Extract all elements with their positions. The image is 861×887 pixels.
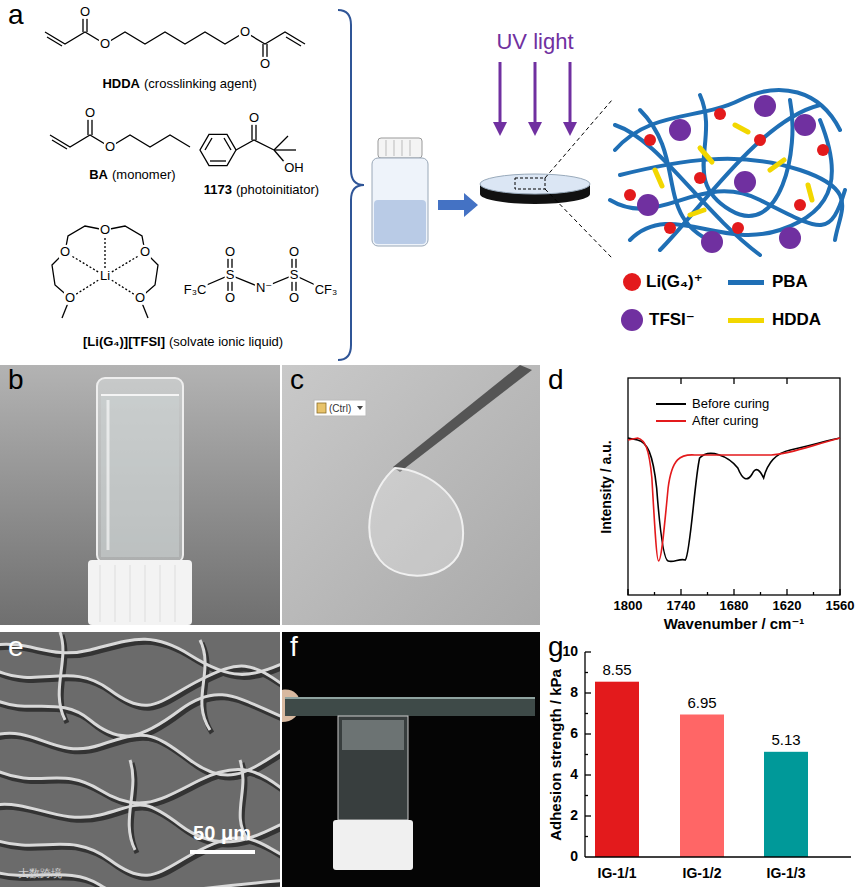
legend-dot	[623, 273, 641, 291]
compound-role: (photoinitiator)	[236, 183, 319, 197]
bottle	[372, 138, 428, 246]
atom-label: F₃C	[183, 283, 208, 297]
atom-label: CF₃	[314, 283, 339, 297]
legend-line	[656, 420, 686, 422]
paste-hint: (Ctrl)	[329, 403, 351, 414]
atom-label: O	[134, 291, 146, 305]
compound-role: (solvate ionic liquid)	[169, 335, 283, 349]
compound-name: BA	[89, 168, 108, 182]
atom-label: S	[289, 268, 300, 282]
tick-label: 1620	[773, 599, 802, 613]
axis-title: Wavenumber / cm⁻¹	[664, 616, 805, 633]
panel-letter: c	[290, 365, 304, 396]
atom-label: Li	[99, 269, 111, 283]
atom-label: S	[225, 268, 236, 282]
legend-text: HDDA	[772, 311, 821, 330]
legend-line	[656, 403, 686, 405]
legend-line	[728, 280, 764, 285]
legend-text: PBA	[772, 273, 808, 292]
atom-label: O	[84, 106, 96, 120]
atom-label: O	[259, 57, 271, 71]
atom-label: O	[99, 37, 111, 51]
tick-label: 1560	[826, 599, 855, 613]
tick-label: 1800	[614, 599, 643, 613]
category-label: IG-1/3	[767, 866, 806, 881]
atom-label: O	[288, 245, 300, 259]
atom-label: O	[288, 291, 300, 305]
uv-arrows	[493, 62, 577, 136]
uv-label: UV light	[496, 30, 573, 54]
panel: f	[282, 632, 540, 887]
panel: c	[282, 365, 540, 625]
tick-label: 10	[562, 644, 578, 659]
atom-label: OH	[283, 161, 305, 175]
atom-label: O	[248, 111, 260, 125]
panel-letter: e	[8, 632, 24, 663]
atom-label: N⁻	[255, 281, 273, 295]
film-disc	[480, 100, 612, 258]
process-arrow	[438, 193, 478, 217]
axis-title: Intensity / a.u.	[599, 440, 614, 533]
atom-label: O	[139, 245, 151, 259]
category-label: IG-1/2	[683, 866, 722, 881]
tick-label: 8	[570, 685, 578, 700]
panel-letter: f	[290, 632, 298, 663]
chemical-structures	[45, 14, 326, 318]
axis-title: Adhesion strength / kPa	[548, 669, 565, 841]
legend-text: After curing	[692, 414, 758, 428]
ftir-chart	[628, 378, 840, 595]
compound-name: 1173	[204, 183, 232, 197]
panel-letter: g	[548, 632, 564, 663]
tick-label: 6	[570, 726, 578, 741]
polymer-network	[610, 90, 845, 255]
tick-label: 2	[570, 808, 578, 823]
value-label: 6.95	[687, 695, 716, 712]
value-label: 5.13	[771, 732, 800, 749]
panel: b	[0, 365, 280, 625]
compound-role: (monomer)	[112, 168, 176, 182]
atom-label: O	[79, 5, 91, 19]
compound-name: HDDA	[102, 77, 140, 91]
panel-letter: b	[8, 365, 24, 396]
watermark: 大数跨境	[18, 867, 62, 879]
sem-image	[0, 632, 280, 887]
panel-letter: d	[548, 365, 564, 396]
tick-label: 1680	[720, 599, 749, 613]
value-label: 8.55	[602, 662, 631, 679]
compound-role: (crosslinking agent)	[144, 77, 257, 91]
scale-bar-label: 50 μm	[193, 822, 251, 844]
atom-label: O	[59, 245, 71, 259]
brace	[338, 10, 364, 360]
legend-line	[728, 318, 764, 323]
atom-label: O	[239, 25, 251, 39]
atom-label: O	[224, 245, 236, 259]
atom-label: O	[224, 291, 236, 305]
atom-label: O	[104, 140, 116, 154]
tick-label: 0	[570, 849, 578, 864]
photo-film	[282, 365, 540, 625]
legend-dot	[621, 309, 643, 331]
tick-label: 1740	[667, 599, 696, 613]
panel-letter: a	[8, 0, 24, 31]
panel: e	[0, 632, 280, 887]
legend-text: Li(G₄)⁺	[646, 273, 703, 292]
photo-vial	[0, 365, 280, 625]
legend-text: Before curing	[692, 397, 769, 411]
bar-chart	[585, 652, 851, 857]
category-label: IG-1/1	[598, 866, 637, 881]
atom-label: O	[64, 291, 76, 305]
compound-name: [Li(G₄)][TFSI]	[83, 335, 165, 349]
photo-adhesion	[282, 632, 540, 887]
atom-label: O	[99, 223, 111, 237]
tick-label: 4	[570, 767, 578, 782]
panel: g	[540, 632, 861, 887]
legend-text: TFSI⁻	[649, 311, 695, 330]
